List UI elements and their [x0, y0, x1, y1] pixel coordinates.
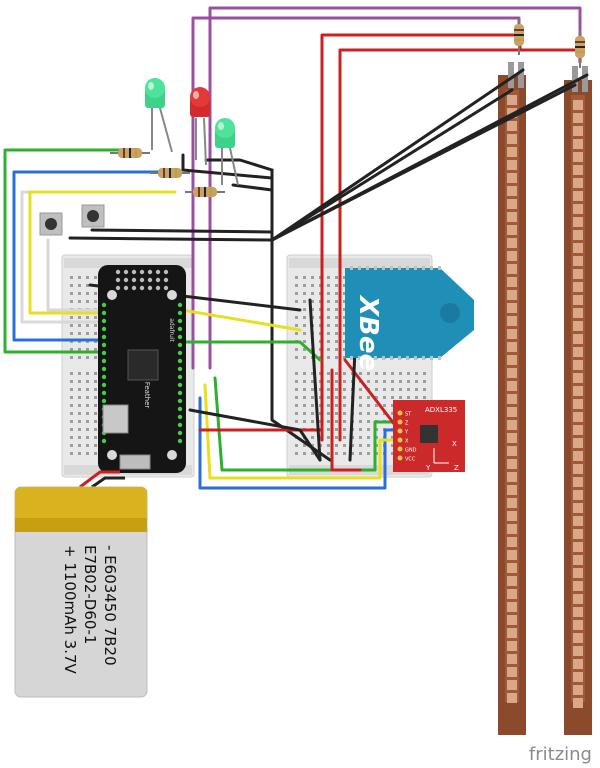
- flex-sensor-right: [564, 66, 592, 735]
- adxl-pin-label: Y: [404, 430, 409, 436]
- feather-name-label: Feather: [143, 382, 151, 409]
- resistor-3: [185, 187, 225, 197]
- xbee-module: XBee: [345, 266, 474, 371]
- push-button-1: [39, 212, 63, 236]
- xbee-label: XBee: [353, 294, 383, 371]
- battery-label-line2: E7B02-D60-1: [81, 545, 99, 644]
- feather-brand-label: adafruit: [168, 318, 175, 342]
- led-green-2: [215, 118, 239, 186]
- resistor-2: [150, 168, 190, 178]
- battery-label-line3: + 1100mAh 3.7V: [61, 545, 79, 675]
- adxl-pin-label: X: [405, 439, 409, 445]
- led-red: [190, 87, 210, 166]
- adxl-pin-label: ST: [405, 412, 412, 418]
- led-green-1: [145, 78, 173, 153]
- resistor-1: [110, 148, 150, 158]
- fritzing-watermark: fritzing: [529, 744, 592, 765]
- adxl-pin: [397, 410, 403, 416]
- adxl-pin-label: GND: [405, 448, 417, 454]
- adxl-pin: [397, 446, 403, 452]
- adxl-pin-label: VCC: [405, 457, 416, 463]
- adxl-pin: [397, 428, 403, 434]
- axis-x-label: X: [452, 440, 457, 448]
- push-button-2: [81, 204, 105, 228]
- adxl-pin-label: Z: [405, 421, 409, 427]
- axis-y-label: Y: [425, 464, 431, 472]
- feather-board: Feather adafruit: [98, 265, 186, 473]
- flex-sensor-left: [498, 62, 526, 735]
- resistor-4: [514, 18, 524, 55]
- adxl-pin: [397, 455, 403, 461]
- adxl-pin: [397, 437, 403, 443]
- axis-indicator: [433, 448, 449, 464]
- resistor-5: [575, 30, 585, 68]
- battery: - E603450 7B20 E7B02-D60-1 + 1100mAh 3.7…: [14, 470, 148, 698]
- adxl335-title: ADXL335: [425, 406, 457, 414]
- adxl-pin: [397, 419, 403, 425]
- axis-z-label: Z: [454, 464, 459, 472]
- battery-label-line1: - E603450 7B20: [101, 545, 119, 666]
